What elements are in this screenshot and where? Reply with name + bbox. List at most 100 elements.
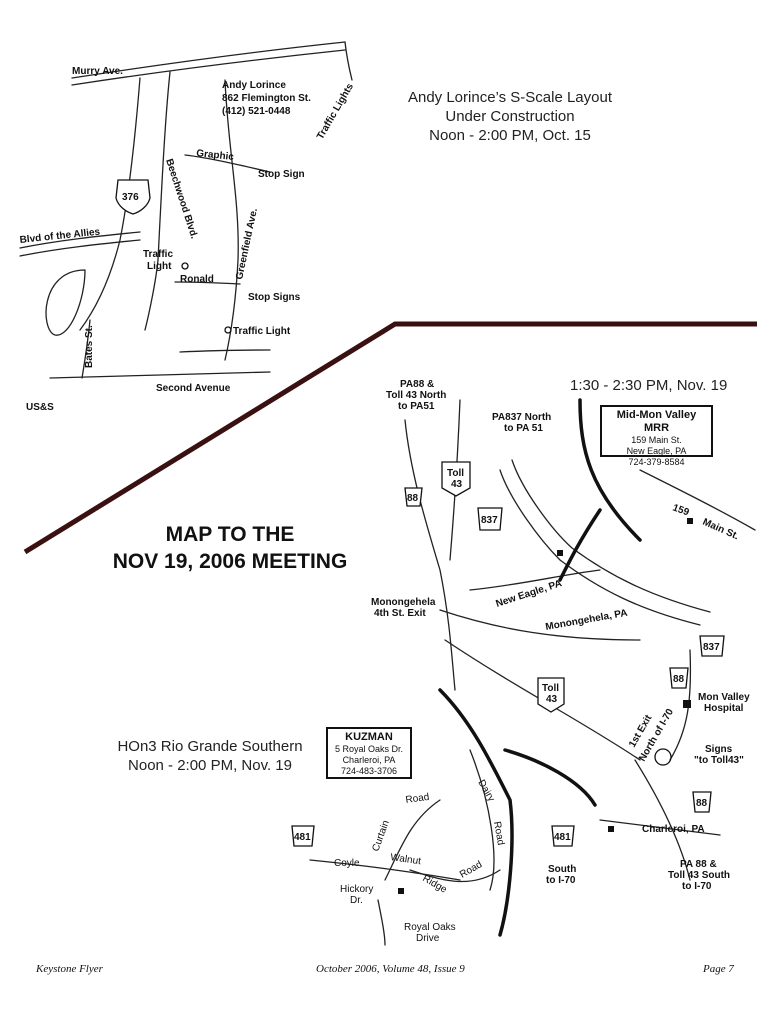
main-st-label: Main St. [701, 517, 741, 543]
main-st-road [639, 469, 756, 531]
coyle-road [309, 859, 461, 881]
heavy-route-river [558, 508, 602, 582]
shield-toll43a-2: 43 [451, 479, 463, 490]
greenfield-road [224, 79, 239, 361]
shield-837b: 837 [703, 642, 720, 653]
hickory-1: Hickory [340, 884, 373, 895]
walnut-label: Walnut [390, 852, 422, 867]
royal-oaks-1: Royal Oaks [404, 922, 456, 933]
monongehela-pa-label: Monongehela, PA [545, 608, 629, 633]
shield-88a-shape [404, 487, 423, 507]
pa88-north-1: PA88 & [400, 379, 434, 390]
charleroi-label: Charleroi, PA [642, 824, 705, 835]
dairy-label: Dairy [475, 778, 496, 804]
kuzman-line2: Charleroi, PA [342, 755, 396, 765]
shield-88a: 88 [407, 493, 419, 504]
meeting-headline: MAP TO THE NOV 19, 2006 MEETING [70, 521, 390, 575]
shield-481a-shape [291, 825, 315, 847]
dairy-road [469, 749, 495, 891]
traffic-lights-label: Traffic Lights [315, 81, 356, 141]
hon3-line1: HOn3 Rio Grande Southern [117, 738, 303, 755]
stop-sign-label: Stop Sign [258, 169, 305, 180]
hospital-1: Mon Valley [698, 692, 750, 703]
traffic-lights-road [344, 41, 353, 81]
allies-road-2 [19, 239, 141, 257]
address-street: 862 Flemington St. [222, 93, 311, 104]
route-376-label: 376 [122, 192, 139, 203]
mono-exit-2: 4th St. Exit [374, 608, 426, 619]
address-phone: (412) 521-0448 [222, 106, 291, 117]
bates-label: Bates St. [84, 325, 95, 368]
murry-ave-label: Murry Ave. [72, 66, 123, 77]
second-ave-road-2 [179, 349, 271, 353]
headline-line1: MAP TO THE [165, 523, 295, 546]
mrr-line3: 724-379-8584 [628, 457, 685, 467]
traffic-light-left-1: Traffic [143, 249, 173, 260]
south-3: to I-70 [682, 881, 712, 892]
pa88-north-2: Toll 43 North [386, 390, 446, 401]
heavy-route-north [578, 398, 642, 542]
road3-label: Road [458, 859, 484, 880]
kuzman-line3: 724-483-3706 [340, 766, 398, 776]
headline-line2: NOV 19, 2006 MEETING [112, 550, 348, 573]
address-name: Andy Lorince [222, 80, 286, 91]
shield-88b: 88 [673, 674, 685, 685]
shield-481b-shape [551, 825, 575, 847]
bates-road [81, 319, 91, 379]
road2-label: Road [491, 821, 506, 846]
pa88-north-3: to PA51 [398, 401, 435, 412]
second-ave-label: Second Avenue [156, 383, 231, 394]
shield-toll43a-shape [441, 461, 471, 497]
mono-exit-1: Monongehela [371, 597, 436, 608]
graphic-road [184, 154, 271, 173]
kuzman-title: KUZMAN [345, 731, 393, 743]
allies-road-1 [19, 231, 141, 249]
shield-toll43b-1: Toll [542, 683, 559, 694]
main-159-label: 159 [671, 502, 691, 518]
monongahela-river-2 [511, 459, 711, 613]
graphic-label: Graphic [196, 148, 235, 163]
royal-oaks-2: Drive [416, 933, 440, 944]
route-376-road [79, 77, 141, 331]
walnut-ridge-road [409, 869, 501, 883]
signs-circle [654, 748, 672, 766]
toll43-south [634, 759, 691, 881]
shield-481b: 481 [554, 832, 571, 843]
top-info-line1: Andy Lorince’s S-Scale Layout [407, 89, 612, 106]
hon3-event-info: HOn3 Rio Grande Southern Noon - 2:00 PM,… [100, 737, 320, 775]
shield-toll43b-shape [537, 677, 565, 713]
route-376-shield [115, 179, 151, 215]
traffic-light-marker [181, 262, 189, 270]
curtain-road [384, 799, 441, 881]
shield-toll43b-2: 43 [546, 694, 558, 705]
beechwood-label: Beechwood Blvd. [163, 158, 199, 241]
footer-left: Keystone Flyer [36, 963, 103, 975]
shield-88b-shape [669, 667, 689, 689]
road-label: Road [405, 792, 430, 806]
uss-label: US&S [26, 402, 54, 413]
footer-right: Page 7 [703, 963, 734, 975]
mrr-title: Mid-Mon Valley MRR [616, 409, 697, 434]
allies-label: Blvd of the Allies [19, 227, 101, 246]
heavy-route-kuzman [438, 688, 514, 937]
shield-toll43a-1: Toll [447, 468, 464, 479]
top-info-line2: Under Construction [445, 108, 575, 125]
signs-1: Signs [705, 744, 733, 755]
allies-loop [45, 269, 86, 336]
second-ave-road [49, 371, 271, 379]
traffic-light-left-2: Light [147, 261, 172, 272]
shield-837b-shape [699, 635, 725, 657]
stop-signs-label: Stop Signs [248, 292, 301, 303]
curtain-label: Curtain [370, 819, 391, 853]
ronald-road [174, 281, 241, 285]
route-88-north [404, 419, 456, 691]
shield-88c-shape [692, 791, 712, 813]
new-eagle-label: New Eagle, PA [495, 578, 564, 610]
mrr-line2: New Eagle, PA [626, 446, 687, 456]
heavy-route-arrow [503, 748, 597, 807]
mrr-line1: 159 Main St. [631, 435, 682, 445]
traffic-light-label: Traffic Light [233, 326, 291, 337]
kuzman-house-marker [398, 888, 404, 894]
